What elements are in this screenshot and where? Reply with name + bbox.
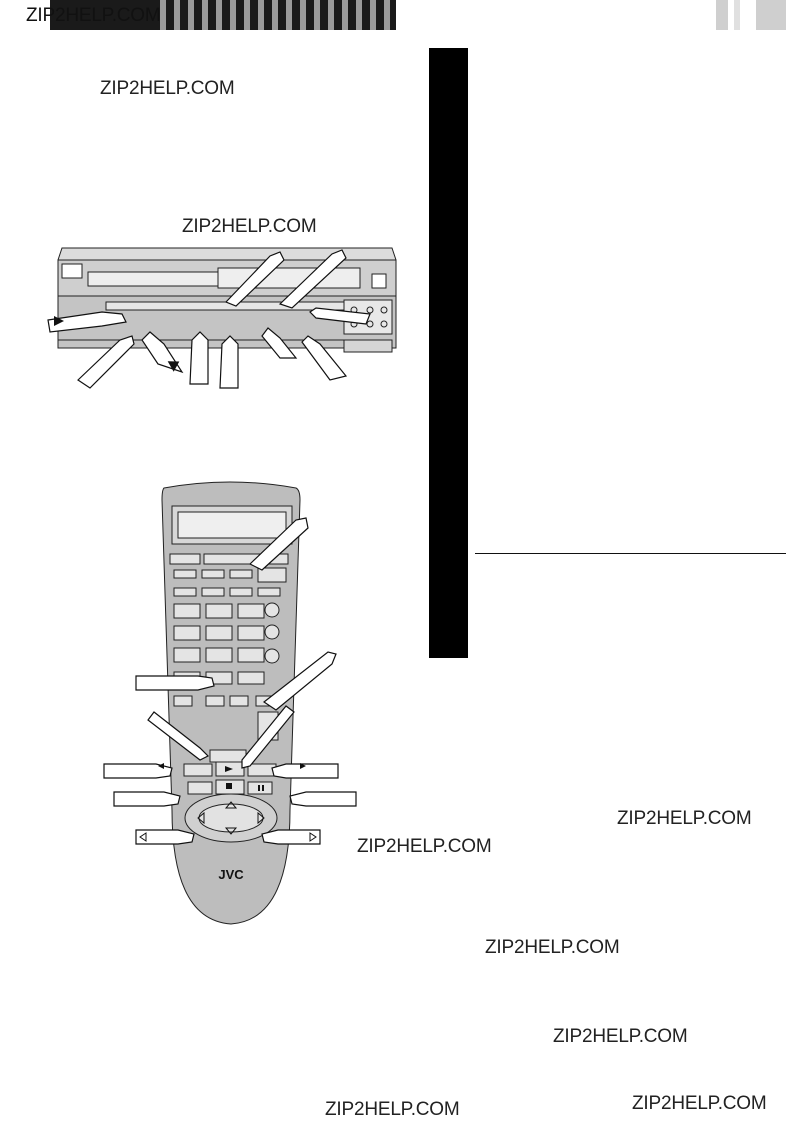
vcr-front-panel-illustration bbox=[47, 247, 397, 389]
arrow-up-icon bbox=[224, 801, 238, 809]
pointing-hand-icon bbox=[47, 249, 371, 389]
watermark-5: ZIP2HELP.COM bbox=[485, 937, 620, 958]
watermark-2: ZIP2HELP.COM bbox=[182, 216, 317, 237]
section-tab-bar bbox=[429, 48, 468, 658]
arrow-down-icon bbox=[224, 827, 238, 835]
header-stripe-bar bbox=[50, 0, 396, 30]
remote-brand-logo: JVC bbox=[218, 867, 244, 882]
watermark-7: ZIP2HELP.COM bbox=[325, 1099, 460, 1120]
pause-icon bbox=[258, 785, 264, 791]
remote-control-illustration: JVC bbox=[103, 481, 357, 925]
watermark-3: ZIP2HELP.COM bbox=[617, 808, 752, 829]
watermark-4: ZIP2HELP.COM bbox=[357, 836, 492, 857]
stop-icon bbox=[226, 783, 232, 789]
watermark-8: ZIP2HELP.COM bbox=[632, 1093, 767, 1114]
watermark-6: ZIP2HELP.COM bbox=[553, 1026, 688, 1047]
arrow-left-icon bbox=[197, 811, 205, 825]
watermark-top: ZIP2HELP.COM bbox=[26, 5, 161, 26]
play-icon bbox=[225, 766, 233, 772]
divider-line bbox=[475, 553, 786, 554]
watermark-1: ZIP2HELP.COM bbox=[100, 78, 235, 99]
corner-blocks bbox=[716, 0, 786, 30]
pointing-hand-icon bbox=[103, 517, 357, 845]
arrow-right-icon bbox=[257, 811, 265, 825]
rewind-icon bbox=[158, 763, 164, 769]
fast-forward-icon bbox=[300, 763, 306, 769]
